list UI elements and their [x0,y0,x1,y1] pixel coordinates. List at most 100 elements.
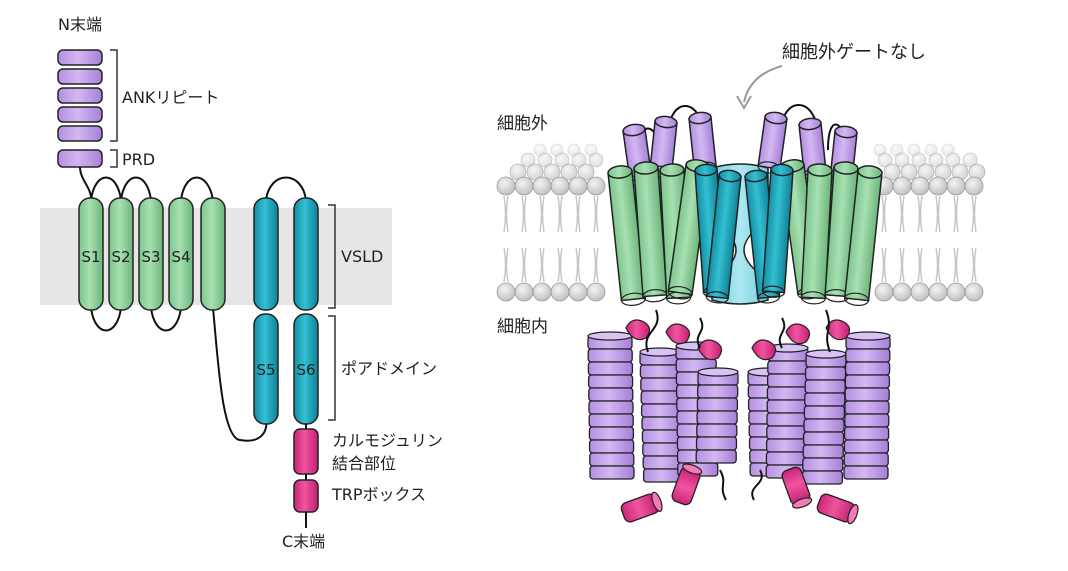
topology-panel: N末端 ANKリピート PRD [40,15,443,551]
lipid-tail [593,247,597,283]
lipid-head [946,282,966,302]
lipid-head [550,176,570,196]
structure-panel: 細胞外ゲートなし 細胞外 細胞内 [496,42,986,525]
s6-label: S6 [296,361,315,379]
lipid-tail [881,195,885,233]
linker-loop [696,317,704,349]
s1-helix [78,197,104,311]
lipid-head [520,152,536,168]
pore-helix-3d [705,169,742,304]
ank-stack [801,349,847,485]
topology-loops [79,166,307,442]
linker-loop [825,309,831,353]
lipid-tail [557,195,561,233]
calmodulin-binding-blob [785,323,811,345]
lipid-tail [503,195,507,233]
calmodulin-binding-blob [625,319,651,341]
n-terminus-label: N末端 [58,15,102,34]
pore-bracket [328,315,336,421]
lipid-head [910,176,930,196]
calmodulin-binding-blob [697,339,723,361]
ank-repeat [57,49,103,66]
ank-stack [695,367,739,464]
teal-helix-upper-2 [293,197,319,311]
ank-repeat-label: ANKリピート [122,88,219,107]
lipid-tail [901,195,905,233]
vsld-helix-3d [607,165,647,306]
lipid-head [946,176,966,196]
calmodulin-binding-blob [825,319,851,341]
prd-bracket [110,149,118,168]
ank-repeat [57,125,103,142]
lipid-tail [937,195,941,233]
vsld-bracket [328,204,336,309]
lipid-tail [935,247,939,283]
lipid-tail [559,195,563,233]
s2-helix [108,197,134,311]
lipid-head [874,282,894,302]
vsld-helix-3d [843,165,883,306]
s4-label: S4 [171,248,190,266]
s3-label: S3 [141,248,160,266]
s4-s5-helix [200,197,226,311]
lipid-tail [505,195,509,233]
lipid-head [588,152,604,168]
lipid-head [883,163,901,181]
lipid-head [586,176,606,196]
trp-box-block [293,479,319,513]
s1-label: S1 [81,248,100,266]
vsld-label: VSLD [341,247,383,266]
vsld-helix-3d [800,163,833,305]
lipid-tail [523,195,527,233]
lipid-head [892,282,912,302]
lipid-tail [595,247,599,283]
lipid-tail [973,247,977,283]
ank-bracket [110,49,118,142]
calmodulin-label-line1: カルモジュリン [332,431,443,450]
lipid-head [543,163,561,181]
lipid-tail [917,247,921,283]
lipid-head [532,282,552,302]
lipid-tail [919,195,923,233]
lipid-tail [559,247,563,283]
lipid-head [577,163,595,181]
linker-loop [719,469,727,501]
trp-box-cylinder [816,493,859,525]
lipid-tail [883,247,887,283]
lipid-head [496,282,516,302]
lipid-head [894,152,910,168]
trp-box-label: TRPボックス [331,485,426,504]
lipid-tail [505,247,509,283]
pore-domain-label: ポアドメイン [341,359,437,378]
lipid-tail [973,195,977,233]
lipid-head [532,176,552,196]
calmodulin-binding-blob [751,339,777,361]
ank-repeat [57,106,103,123]
lipid-head [928,176,948,196]
lipid-tail [971,247,975,283]
lipid-tail [521,247,525,283]
prd-label: PRD [122,150,155,169]
ank-stack [843,331,891,480]
linker-loop [751,469,763,501]
teal-helix-upper-1 [253,197,279,311]
lipid-tail [955,247,959,283]
calmodulin-binding-blob [665,323,691,345]
s4-helix [168,197,194,311]
lipid-head [964,282,984,302]
pore-helix-3d [761,163,794,298]
lipid-tail [919,247,923,283]
lipid-tail [575,247,579,283]
ank-repeats [57,49,103,142]
lipid-head [877,152,893,168]
no-gate-arrow [743,65,783,103]
lipid-head [945,152,961,168]
lipid-head [962,152,978,168]
s5-label: S5 [256,361,275,379]
lipid-head [560,163,578,181]
linker-loop [645,309,659,353]
lipid-tail [971,195,975,233]
lipid-tail [937,247,941,283]
c-terminus-label: C末端 [282,532,325,551]
